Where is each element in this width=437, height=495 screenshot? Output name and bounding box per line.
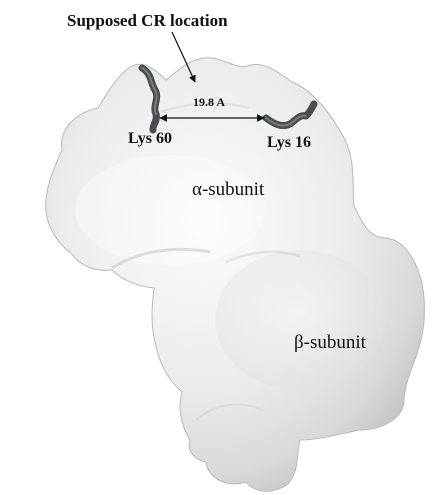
residue-b-label: Lys 16 <box>267 135 311 151</box>
alpha-subunit-label: α-subunit <box>192 180 264 199</box>
figure-title: Supposed CR location <box>67 12 228 29</box>
residue-a-label: Lys 60 <box>128 131 172 147</box>
beta-subunit-label: β-subunit <box>294 333 366 352</box>
protein-surface <box>46 58 425 491</box>
surface-bump <box>215 250 385 390</box>
distance-label: 19.8 A <box>193 96 225 108</box>
